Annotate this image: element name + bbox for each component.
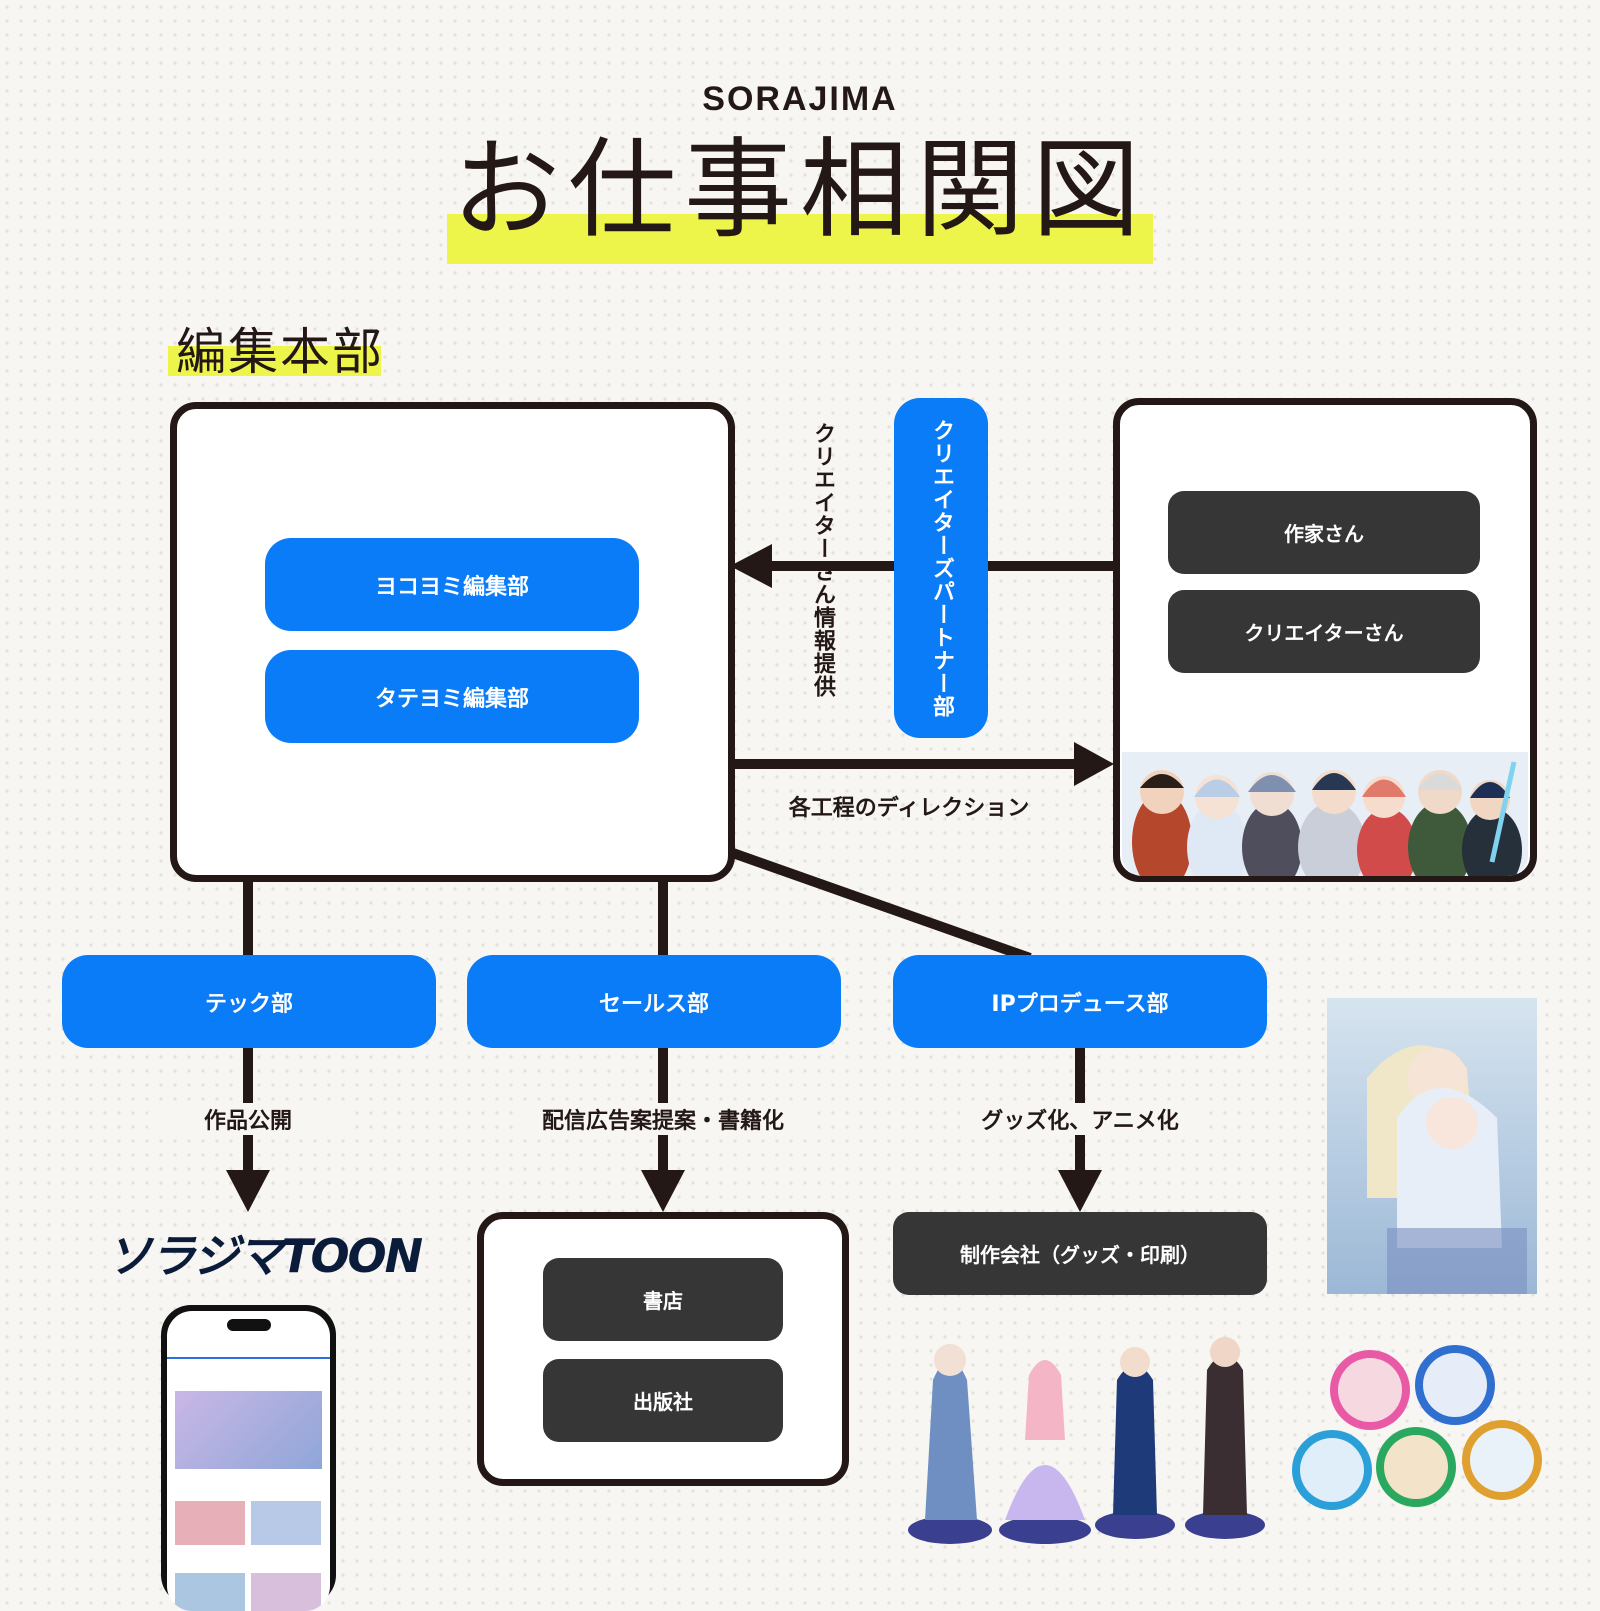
ip-produce-dept: IPプロデュース部	[893, 955, 1267, 1048]
tateyomi-editorial-dept: タテヨミ編集部	[265, 650, 639, 743]
sales-flow-label: 配信広告案提案・書籍化	[513, 1103, 813, 1135]
publish-label: 作品公開	[148, 1103, 348, 1135]
phone-mockup	[161, 1305, 336, 1611]
editorial-hq-box	[170, 402, 735, 882]
book-cover-artwork	[1327, 998, 1537, 1294]
section-highlight	[168, 346, 381, 376]
sorajima-toon-logo: ソラジマTOON	[106, 1229, 423, 1283]
arrowhead-left	[730, 544, 772, 588]
acrylic-stand-figures	[895, 1320, 1270, 1550]
can-badges	[1290, 1345, 1550, 1515]
arrowhead-right	[1074, 742, 1114, 786]
title-highlight	[447, 214, 1153, 264]
arrowhead-down-tech	[226, 1170, 270, 1212]
section-title: 編集本部	[176, 323, 384, 381]
line-editorial-to-ip	[728, 847, 1032, 963]
brand-name: SORAJIMA	[702, 80, 898, 118]
character-artwork	[1122, 752, 1528, 876]
sales-dept: セールス部	[467, 955, 841, 1048]
direction-label: 各工程のディレクション	[788, 796, 1030, 821]
arrowhead-down-ip	[1058, 1170, 1102, 1212]
publisher-box: 出版社	[543, 1359, 783, 1442]
author-box: 作家さん	[1168, 491, 1480, 574]
creator-box: クリエイターさん	[1168, 590, 1480, 673]
page-title: お仕事相関図	[451, 128, 1148, 253]
tech-dept: テック部	[62, 955, 436, 1048]
production-company-box: 制作会社（グッズ・印刷）	[893, 1212, 1267, 1295]
retail-box	[477, 1212, 849, 1486]
ip-flow-label: グッズ化、アニメ化	[960, 1103, 1200, 1135]
creator-info-label: クリエイターさん情報提供	[810, 422, 835, 698]
creators-partner-dept: クリエイターズパートナー部	[894, 398, 988, 738]
arrowhead-down-sales	[641, 1170, 685, 1212]
yokoyomi-editorial-dept: ヨコヨミ編集部	[265, 538, 639, 631]
bookstore-box: 書店	[543, 1258, 783, 1341]
